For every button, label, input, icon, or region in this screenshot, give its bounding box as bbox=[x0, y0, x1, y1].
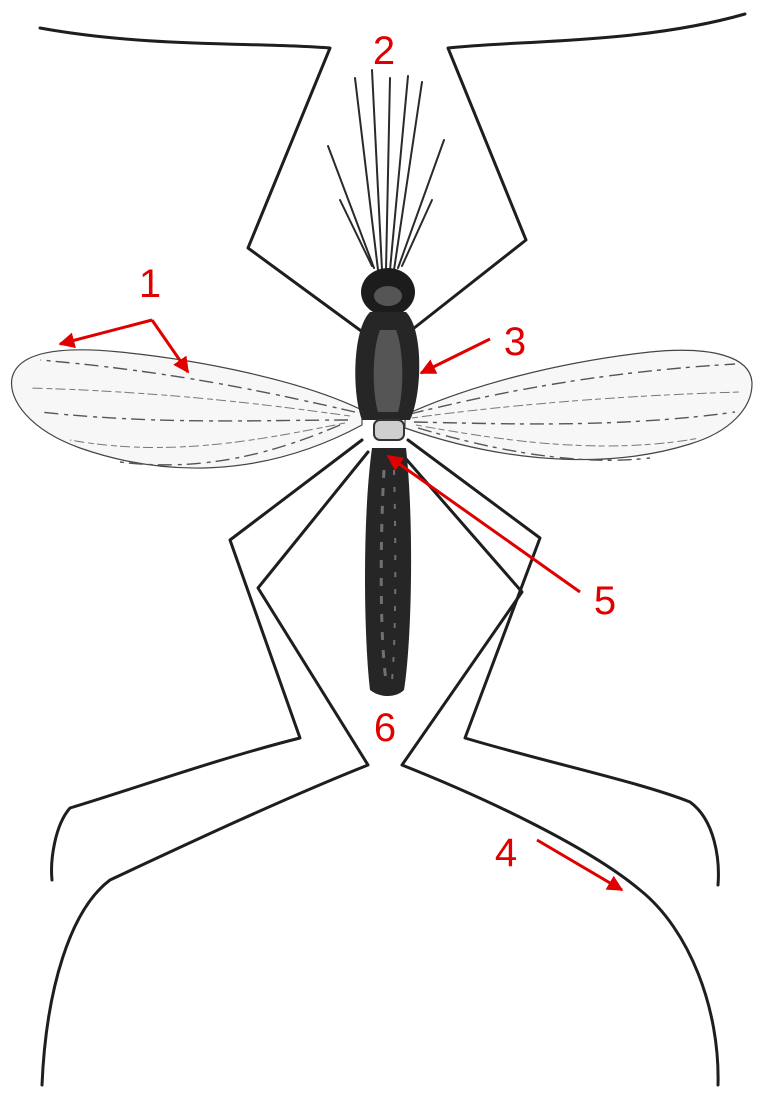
arrow-3 bbox=[421, 339, 490, 373]
label-leg: 4 bbox=[495, 831, 517, 875]
right-wing bbox=[405, 350, 752, 460]
label-thorax: 3 bbox=[504, 320, 526, 364]
label-waist: 5 bbox=[594, 579, 616, 623]
arrow-1a bbox=[60, 320, 152, 344]
antennae bbox=[328, 70, 444, 270]
arrow-5 bbox=[388, 456, 580, 592]
label-antennae: 2 bbox=[373, 29, 395, 73]
label-abdomen: 6 bbox=[374, 706, 396, 750]
thorax bbox=[355, 312, 419, 420]
head bbox=[361, 268, 415, 316]
abdomen bbox=[365, 448, 411, 696]
label-wing: 1 bbox=[139, 262, 161, 306]
waist bbox=[374, 420, 404, 440]
